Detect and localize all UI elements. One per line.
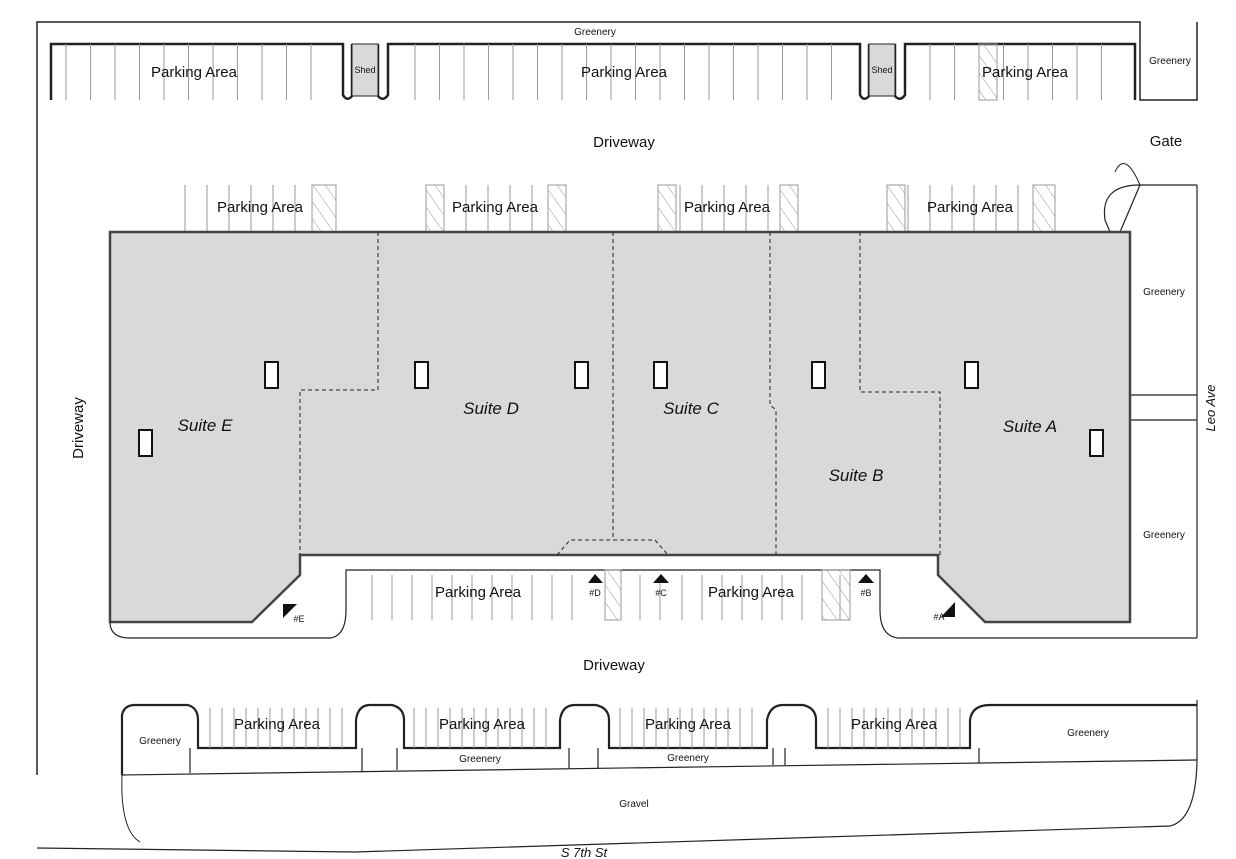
entrance-c-label: #C — [655, 588, 667, 598]
bottom-greenery-strip — [121, 748, 1198, 776]
fixture-icon — [1089, 429, 1104, 457]
parking-area-label: Parking Area — [151, 64, 238, 81]
suite-d-label: Suite D — [463, 399, 519, 418]
gate-swing-icon — [1114, 163, 1141, 186]
shed-1-label: Shed — [354, 65, 375, 75]
parking-area-label: Parking Area — [234, 716, 321, 733]
entrance-a-arrow-icon — [941, 602, 955, 617]
greenery-bottom-left-label: Greenery — [139, 736, 181, 747]
bottom-lot-outline — [120, 703, 1197, 775]
parking-area-label: Parking Area — [851, 716, 938, 733]
suite-e-label: Suite E — [178, 416, 233, 435]
s-7th-st-label: S 7th St — [561, 845, 609, 859]
greenery-bottom-right-label: Greenery — [1067, 728, 1109, 739]
parking-area-label: Parking Area — [435, 584, 522, 601]
greenery-bottom-mid1-label: Greenery — [459, 754, 501, 765]
greenery-top-label: Greenery — [574, 27, 616, 38]
parking-area-label: Parking Area — [217, 199, 304, 216]
suite-c-label: Suite C — [663, 399, 719, 418]
parking-area-label: Parking Area — [452, 199, 539, 216]
entrance-b-arrow-icon — [858, 574, 874, 583]
gravel-label: Gravel — [619, 799, 648, 810]
front-accessible-stall-2 — [821, 569, 851, 621]
property-boundary — [36, 21, 1198, 775]
entrance-a-label: #A — [933, 612, 944, 622]
shed-2 — [868, 43, 896, 97]
shed-1 — [351, 43, 379, 97]
unit-fixtures — [138, 361, 1104, 457]
parking-area-label: Parking Area — [581, 64, 668, 81]
parking-area-label: Parking Area — [982, 64, 1069, 81]
upper-parking-stalls — [184, 185, 1019, 232]
parking-area-label: Parking Area — [645, 716, 732, 733]
gate-label: Gate — [1150, 133, 1183, 150]
fixture-icon — [653, 361, 668, 389]
shed-2-label: Shed — [871, 65, 892, 75]
entrance-d-arrow-icon — [588, 574, 603, 583]
front-accessible-stall-1 — [604, 569, 622, 621]
greenery-right-lower-label: Greenery — [1143, 530, 1185, 541]
greenery-top-right-label: Greenery — [1149, 56, 1191, 67]
greenery-right-upper-label: Greenery — [1143, 287, 1185, 298]
entrance-c-arrow-icon — [653, 574, 669, 583]
fixture-icon — [964, 361, 979, 389]
entrance-e-arrow-icon — [283, 604, 297, 618]
greenery-bottom-mid2-label: Greenery — [667, 753, 709, 764]
building — [108, 230, 1132, 624]
suite-dividers — [299, 232, 941, 556]
accessible-stall — [978, 43, 998, 101]
suite-a-label: Suite A — [1003, 417, 1057, 436]
parking-area-label: Parking Area — [927, 199, 1014, 216]
fixture-icon — [574, 361, 589, 389]
parking-area-label: Parking Area — [439, 716, 526, 733]
suite-b-label: Suite B — [829, 466, 884, 485]
fixture-icon — [414, 361, 429, 389]
fixture-icon — [264, 361, 279, 389]
gate — [1103, 184, 1197, 233]
right-boundary — [36, 185, 1198, 853]
driveway-top-label: Driveway — [593, 134, 655, 151]
parking-area-label: Parking Area — [708, 584, 795, 601]
driveway-left-label: Driveway — [70, 397, 87, 459]
fixture-icon — [811, 361, 826, 389]
fixture-icon — [138, 429, 153, 457]
entrance-e-label: #E — [293, 614, 304, 624]
driveway-bottom-label: Driveway — [583, 657, 645, 674]
bottom-parking-stalls — [209, 708, 961, 748]
entrance-d-label: #D — [589, 588, 601, 598]
gravel-boundary — [121, 774, 141, 843]
leo-ave-label: Leo Ave — [1203, 385, 1218, 432]
parking-area-label: Parking Area — [684, 199, 771, 216]
entrance-b-label: #B — [860, 588, 871, 598]
